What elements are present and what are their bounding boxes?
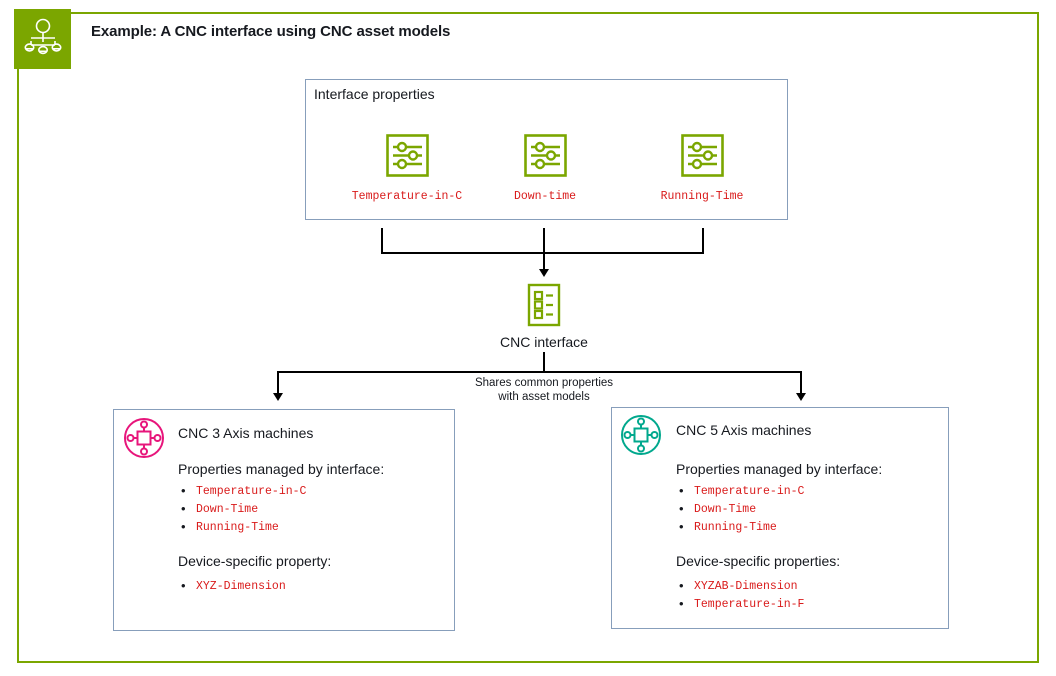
list-item: Temperature-in-C [178,482,306,501]
page-title: Example: A CNC interface using CNC asset… [91,23,451,40]
cnc-5-axis-title: CNC 5 Axis machines [676,422,812,438]
list-item: Down-Time [178,500,306,519]
connector-branch-left [277,371,279,395]
connector-stub-left [381,228,383,254]
machine-axis-icon [123,417,165,464]
edge-caption-line-2: with asset models [498,391,590,403]
interface-properties-title: Interface properties [314,86,435,102]
cnc-3-specific-list: XYZ-Dimension [178,577,286,596]
sliders-icon [470,133,620,183]
sliders-icon [627,133,777,183]
diagram-outer-frame [17,12,1039,663]
interface-property-label: Temperature-in-C [351,190,463,203]
connector-bus-bottom [277,371,802,373]
checklist-icon [527,283,561,332]
connector-bus-top [381,252,704,254]
interface-property-item: Down-time [470,133,620,203]
list-item: Running-Time [676,518,804,537]
list-item: Down-Time [676,500,804,519]
cnc-5-managed-list: Temperature-in-C Down-Time Running-Time [676,482,804,537]
connector-interface-down [543,352,545,372]
cnc-5-managed-heading: Properties managed by interface: [676,461,883,477]
arrow-to-cnc-interface [539,269,549,277]
interface-property-item: Running-Time [627,133,777,203]
cnc-5-specific-heading: Device-specific properties: [676,553,841,569]
edge-caption-line-1: Shares common properties [474,377,614,389]
arrow-to-cnc3-panel [273,393,283,401]
cnc-interface-label: CNC interface [500,334,588,350]
sliders-icon [324,133,490,183]
cnc-3-managed-heading: Properties managed by interface: [178,461,385,477]
connector-stub-right [702,228,704,254]
interface-properties-panel [305,79,788,220]
list-item: Temperature-in-F [676,595,804,614]
list-item: XYZAB-Dimension [676,577,804,596]
cnc-3-specific-heading: Device-specific property: [178,553,332,569]
connector-stub-middle [543,228,545,254]
interface-property-label: Down-time [513,190,577,203]
list-item: XYZ-Dimension [178,577,286,596]
machine-axis-icon [620,414,662,461]
cnc-3-managed-list: Temperature-in-C Down-Time Running-Time [178,482,306,537]
cnc-5-specific-list: XYZAB-Dimension Temperature-in-F [676,577,804,614]
interface-property-item: Temperature-in-C [324,133,490,203]
list-item: Running-Time [178,518,306,537]
connector-drop-to-interface [543,252,545,272]
arrow-to-cnc5-panel [796,393,806,401]
interface-property-label: Running-Time [660,190,744,203]
edge-caption: Shares common properties with asset mode… [430,376,658,404]
connector-branch-right [800,371,802,395]
asset-hierarchy-icon [14,9,71,69]
list-item: Temperature-in-C [676,482,804,501]
cnc-3-axis-title: CNC 3 Axis machines [178,425,314,441]
